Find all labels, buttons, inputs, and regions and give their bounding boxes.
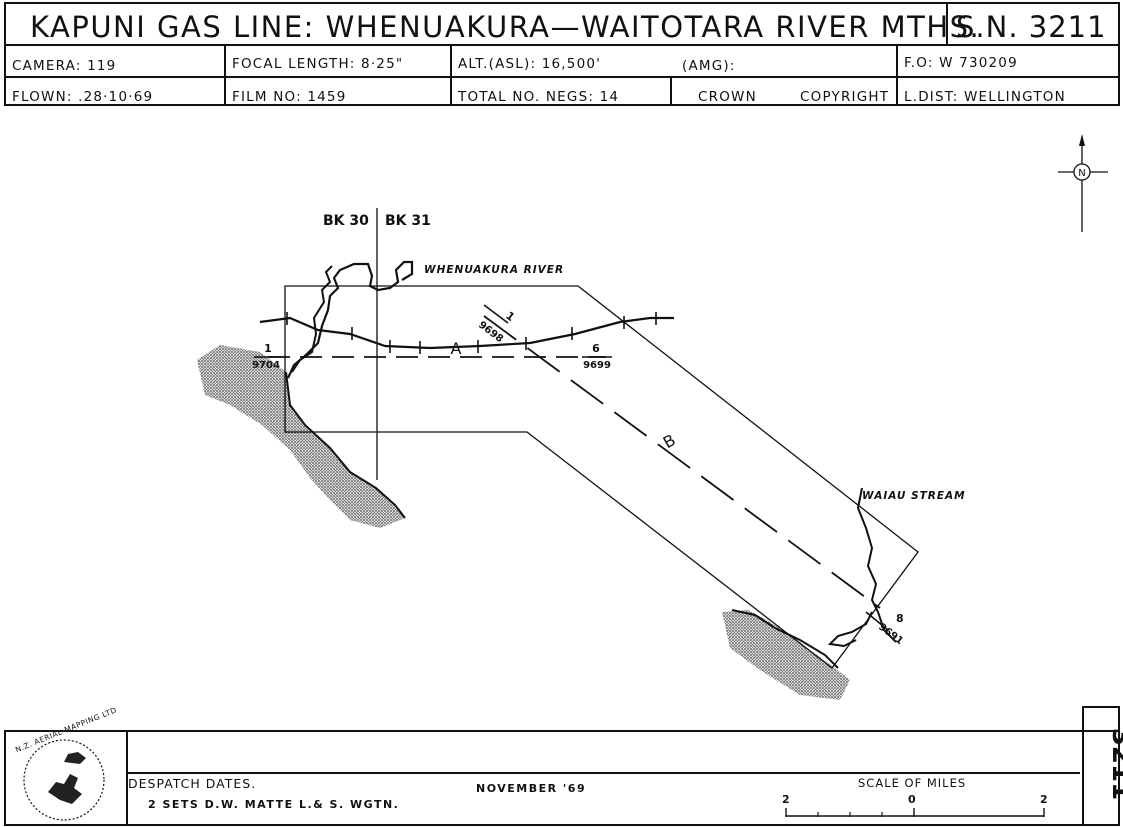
divider: [224, 44, 226, 104]
camera-field: CAMERA: 119: [12, 58, 117, 74]
sheet-number-vertical: 3211: [1106, 727, 1123, 801]
waiau-stream-mouth: [827, 611, 873, 648]
total-negs-field: TOTAL NO. NEGS: 14: [458, 89, 620, 105]
whenuakura-river-label: WHENUAKURA RIVER: [424, 264, 564, 276]
divider: [6, 76, 1118, 78]
divider: [6, 44, 1118, 46]
coastline-shading: [722, 610, 850, 700]
scale-tick-label: 0: [908, 793, 916, 806]
run-a-end-photo: 6: [592, 342, 600, 355]
title-block: KAPUNI GAS LINE: WHENUAKURA—WAITOTARA RI…: [4, 2, 1120, 106]
run-b-start-mark: [483, 304, 509, 324]
waiau-stream-label: WAIAU STREAM: [862, 490, 966, 502]
run-a-start-photo: 1: [264, 342, 272, 355]
north-label: N: [1078, 168, 1085, 179]
whenuakura-river: [287, 260, 414, 379]
flown-date-field: FLOWN: .28·10·69: [12, 89, 154, 105]
run-b-label: B: [660, 430, 679, 452]
altitude-field: ALT.(ASL): 16,500': [458, 56, 602, 72]
run-a-label: A: [451, 339, 462, 358]
flight-run-b: [483, 315, 881, 609]
north-arrow-icon: N: [1058, 134, 1108, 232]
run-a-start-film: 9704: [252, 360, 280, 371]
land-district-field: L.DIST: WELLINGTON: [904, 89, 1066, 105]
sheet-number: S.N. 3211: [956, 10, 1107, 44]
crown-text: CROWN: [698, 89, 757, 105]
film-number-field: FILM NO: 1459: [232, 89, 347, 105]
focal-length-field: FOCAL LENGTH: 8·25": [232, 56, 404, 72]
coastline: [285, 371, 406, 519]
scale-label: SCALE OF MILES: [858, 776, 967, 790]
copyright-text: COPYRIGHT: [800, 89, 890, 105]
divider: [670, 76, 672, 104]
company-logo: [23, 739, 105, 821]
block-label-right: BK 31: [385, 213, 431, 229]
run-a-end-film: 9699: [583, 360, 611, 371]
run-b-start-film: 9698: [476, 320, 505, 346]
waiau-stream: [856, 487, 897, 643]
amg-field: (AMG):: [682, 58, 736, 74]
divider: [450, 44, 452, 104]
despatch-date: NOVEMBER '69: [476, 782, 587, 795]
coverage-area-outline: [284, 285, 919, 669]
block-label-left: BK 30: [323, 213, 369, 229]
despatch-detail: 2 SETS D.W. MATTE L.& S. WGTN.: [148, 798, 400, 811]
run-b-end-photo: 8: [896, 612, 904, 625]
divider: [126, 772, 1080, 774]
map-title: KAPUNI GAS LINE: WHENUAKURA—WAITOTARA RI…: [30, 10, 981, 44]
scale-tick-label: 2: [782, 793, 790, 806]
run-b-end-film: 9691: [876, 622, 905, 648]
divider: [126, 732, 128, 824]
divider: [896, 44, 898, 104]
gas-pipeline-route: [259, 316, 674, 350]
fo-field: F.O: W 730209: [904, 55, 1018, 71]
whenuakura-river-bank: [291, 265, 333, 373]
coastline-shading: [197, 345, 405, 528]
despatch-label: DESPATCH DATES.: [128, 776, 257, 791]
sheet-number-tab: [1082, 706, 1120, 826]
scale-bar: [785, 808, 1045, 817]
scale-tick-label: 2: [1040, 793, 1048, 806]
divider: [946, 4, 948, 44]
pipeline-ticks: [286, 312, 657, 354]
